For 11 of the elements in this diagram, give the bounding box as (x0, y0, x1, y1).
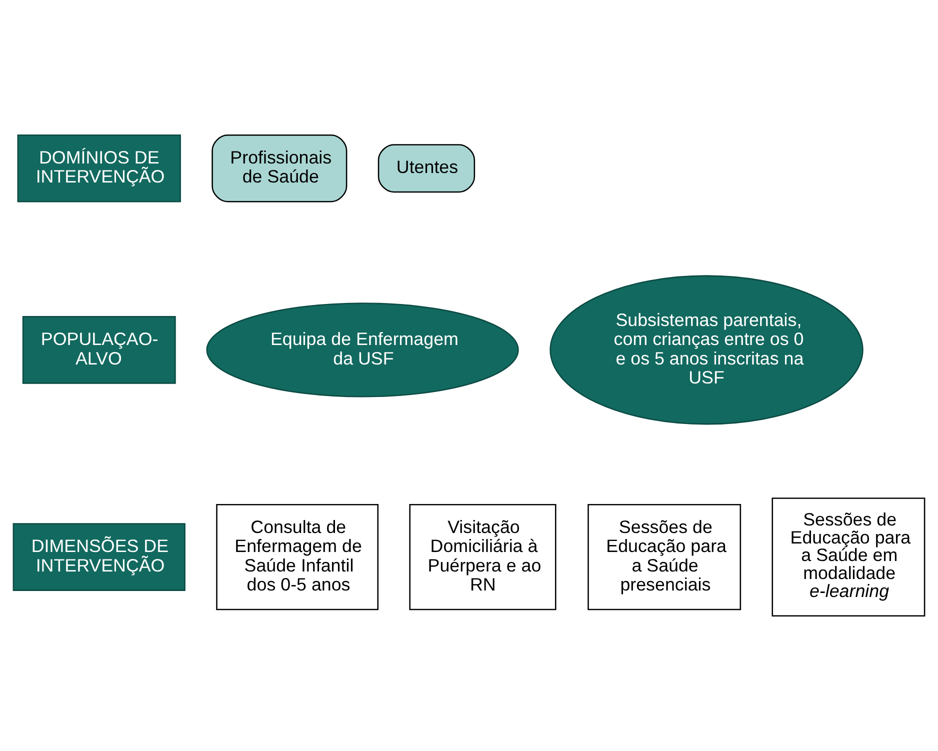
node-ellipse: Equipa de Enfermagem da USF (206, 302, 519, 398)
node-box: Utentes (378, 144, 476, 193)
node-box: Sessões de Educação para a Saúde em modalidade e-learning (772, 498, 926, 617)
node-box: DOMÍNIOS DE INTERVENÇÃO (17, 134, 181, 202)
node-ellipse: Subsistemas parentais, com crianças entre os 0 e os 5 anos inscritas na USF (550, 275, 864, 425)
node-box: DIMENSÕES DE INTERVENÇÃO (12, 523, 186, 591)
node-box: Visitação Domiciliária à Puérpera e ao RN (409, 504, 556, 610)
node-box: Consulta de Enfermagem de Saúde Infantil dos 0-5 anos (216, 504, 379, 610)
node-box: Sessões de Educação para a Saúde presenciais (588, 504, 742, 610)
node-box: Profissionais de Saúde (212, 134, 348, 202)
node-box: POPULAÇAO-ALVO (22, 316, 176, 384)
